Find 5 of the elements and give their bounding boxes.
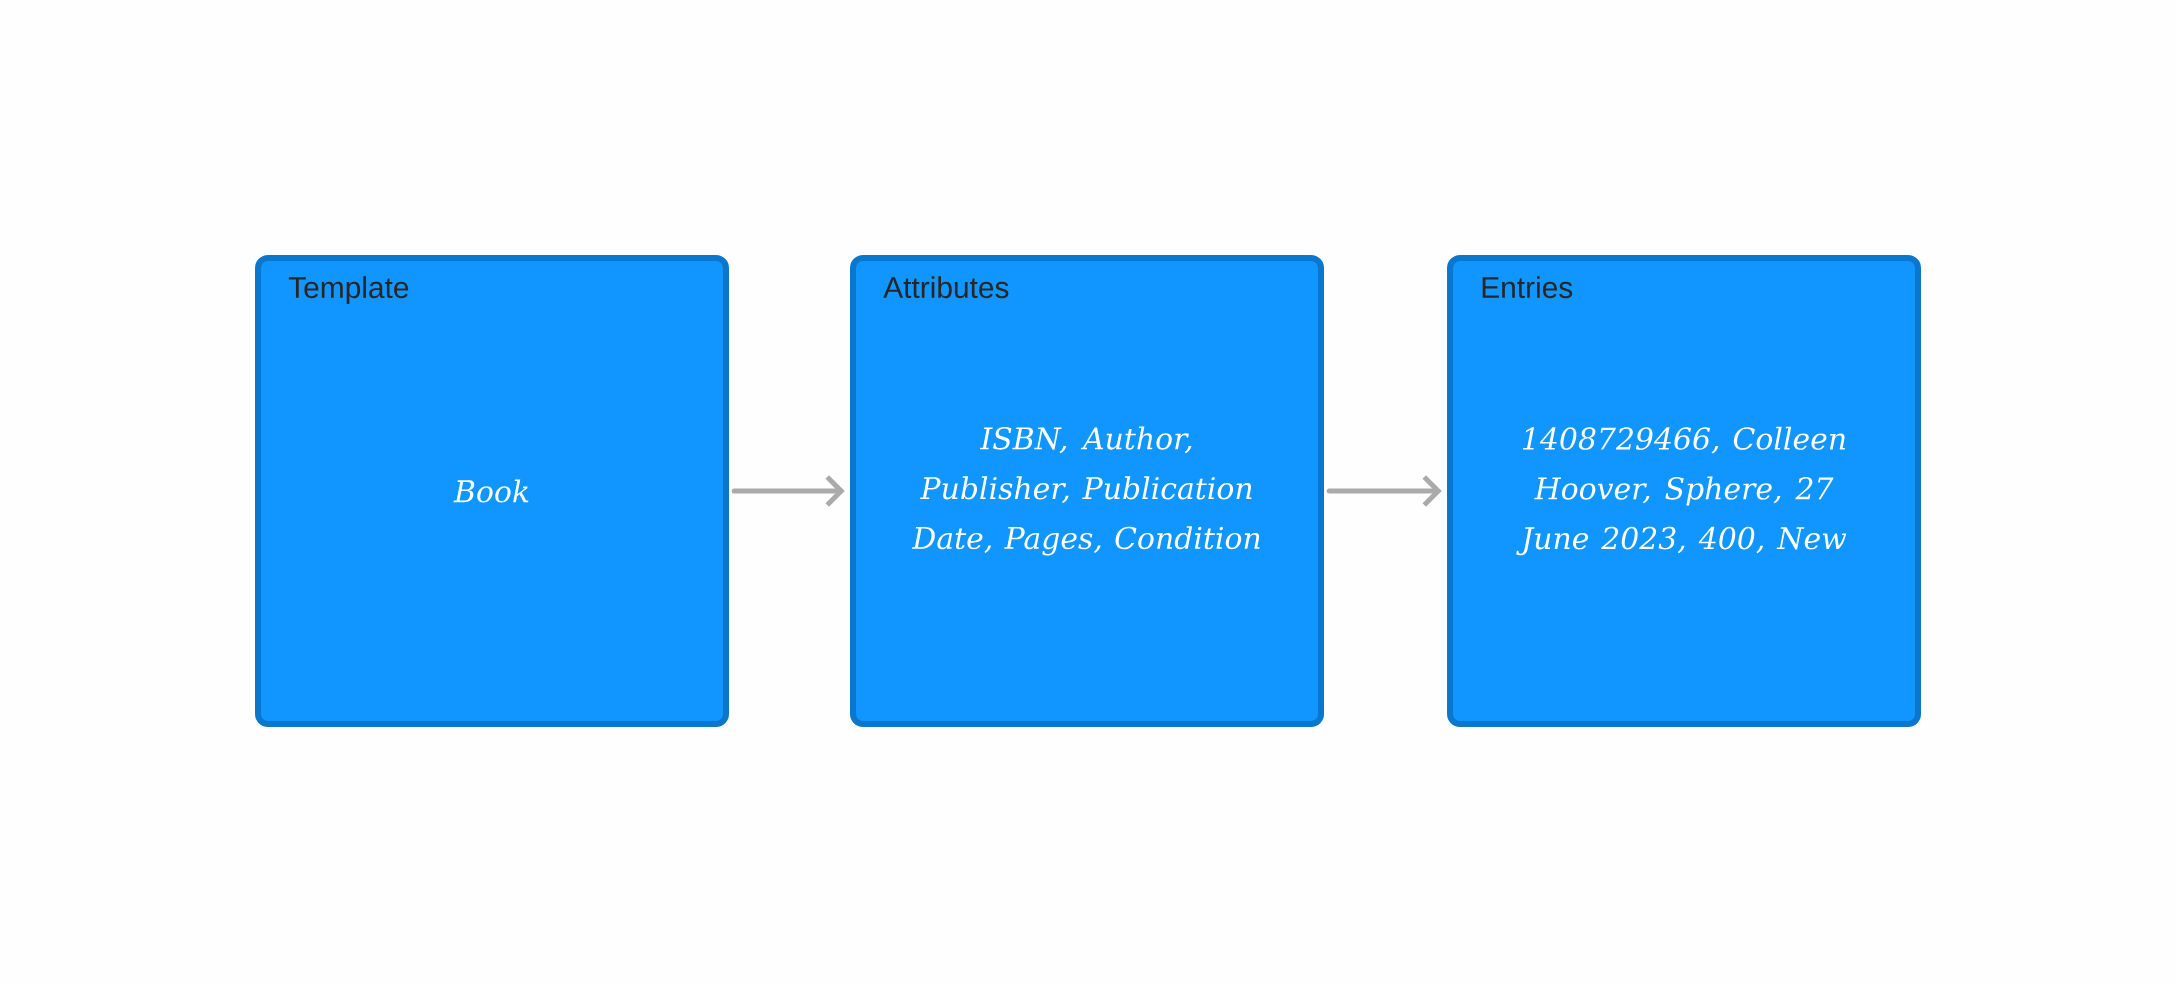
arrow [1326,475,1442,507]
process-box: Attributes ISBN, Author, Publisher, Publication Date, Pages, Condition [850,255,1324,727]
process-box: Template Book [255,255,729,727]
arrow [731,475,845,507]
process-box: Entries 1408729466, Colleen Hoover, Sphere, 27 June 2023, 400, New [1447,255,1922,727]
